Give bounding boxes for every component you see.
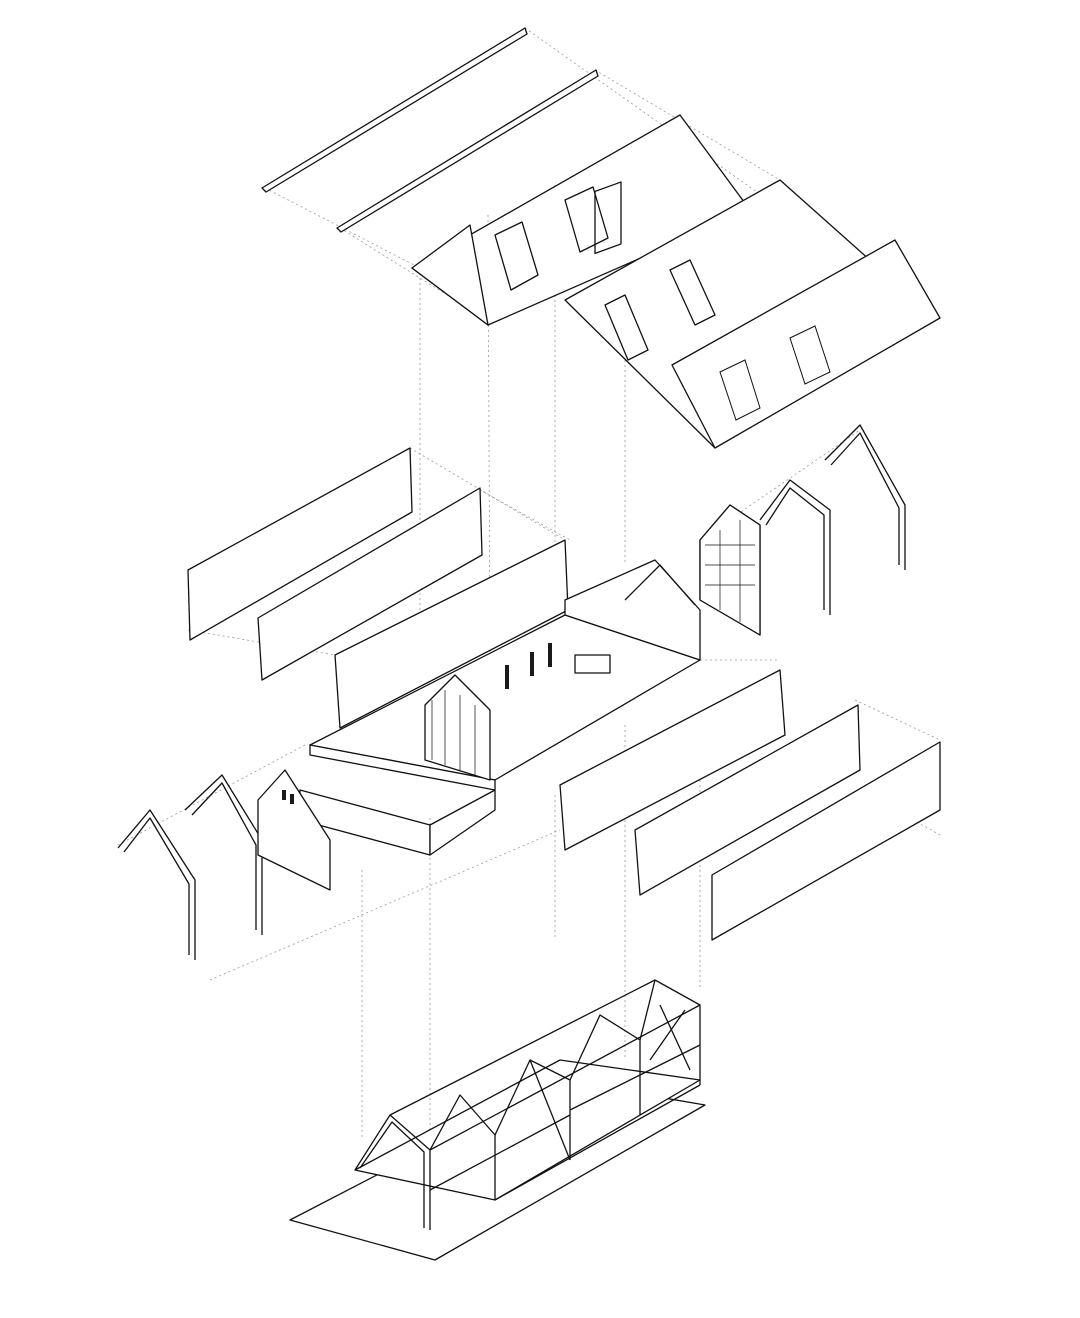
structural-frame	[289, 979, 706, 1261]
roof-cladding	[671, 239, 941, 449]
gable-frames-rear	[699, 424, 906, 636]
right-wall-cladding	[711, 741, 941, 941]
left-wall-cladding	[187, 447, 413, 641]
roof-membrane	[564, 179, 936, 449]
left-wall-membrane	[257, 487, 483, 681]
roof-ridge-cap	[261, 27, 599, 233]
roof-panel	[411, 114, 751, 326]
right-wall-membrane	[634, 704, 861, 896]
right-wall-panel	[559, 669, 786, 851]
interior-module	[309, 559, 701, 791]
gable-frames-front	[117, 769, 331, 960]
